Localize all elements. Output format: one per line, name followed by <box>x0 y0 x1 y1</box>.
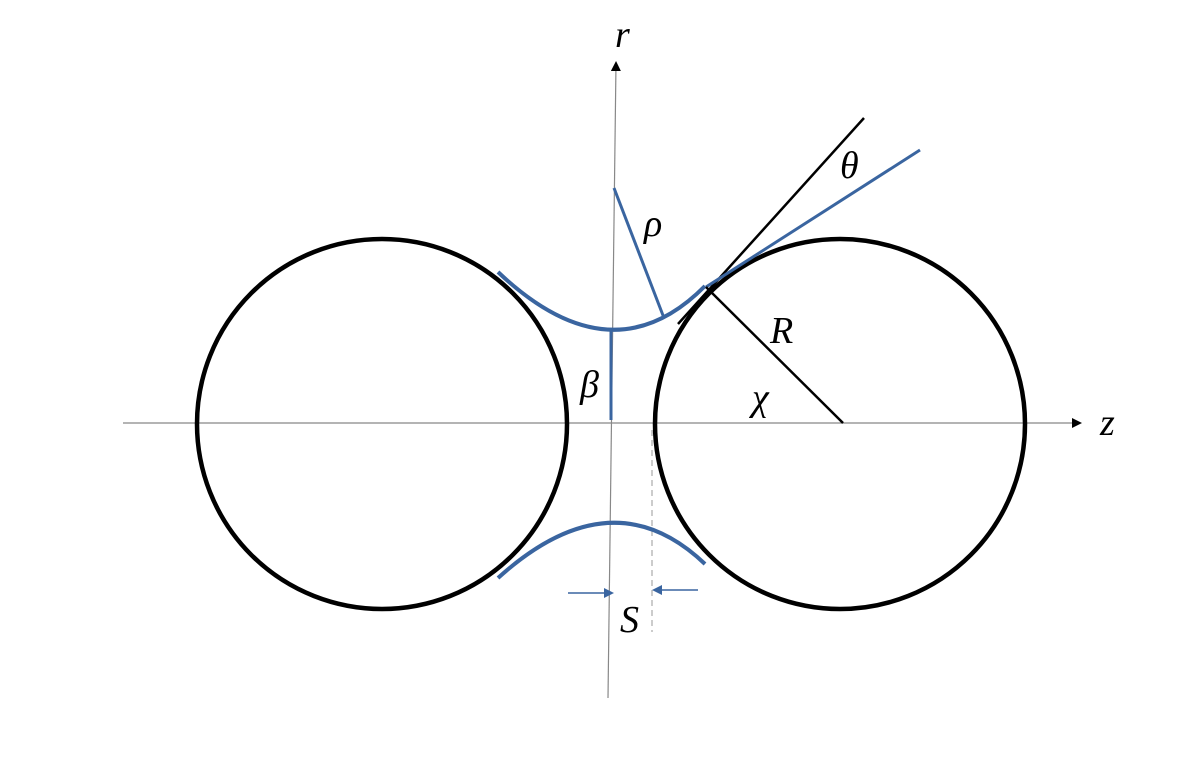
beta-label: β <box>579 364 599 406</box>
sphere-radius-line <box>705 286 844 424</box>
right-sphere <box>652 236 1028 612</box>
lower-meniscus-curve <box>496 520 707 580</box>
s-label: S <box>620 599 639 641</box>
theta-label: θ <box>840 145 859 187</box>
radius-label: R <box>769 310 793 352</box>
rho-label: ρ <box>643 203 662 245</box>
z-axis-label: z <box>1099 402 1115 444</box>
chi-label: χ <box>748 377 770 419</box>
rho-radius-line <box>612 187 666 319</box>
upper-meniscus-curve <box>496 270 707 332</box>
r-axis-label: r <box>615 14 630 56</box>
sphere-tangent-line <box>677 117 865 325</box>
meniscus-tangent-line <box>705 148 921 289</box>
left-sphere <box>194 236 570 612</box>
